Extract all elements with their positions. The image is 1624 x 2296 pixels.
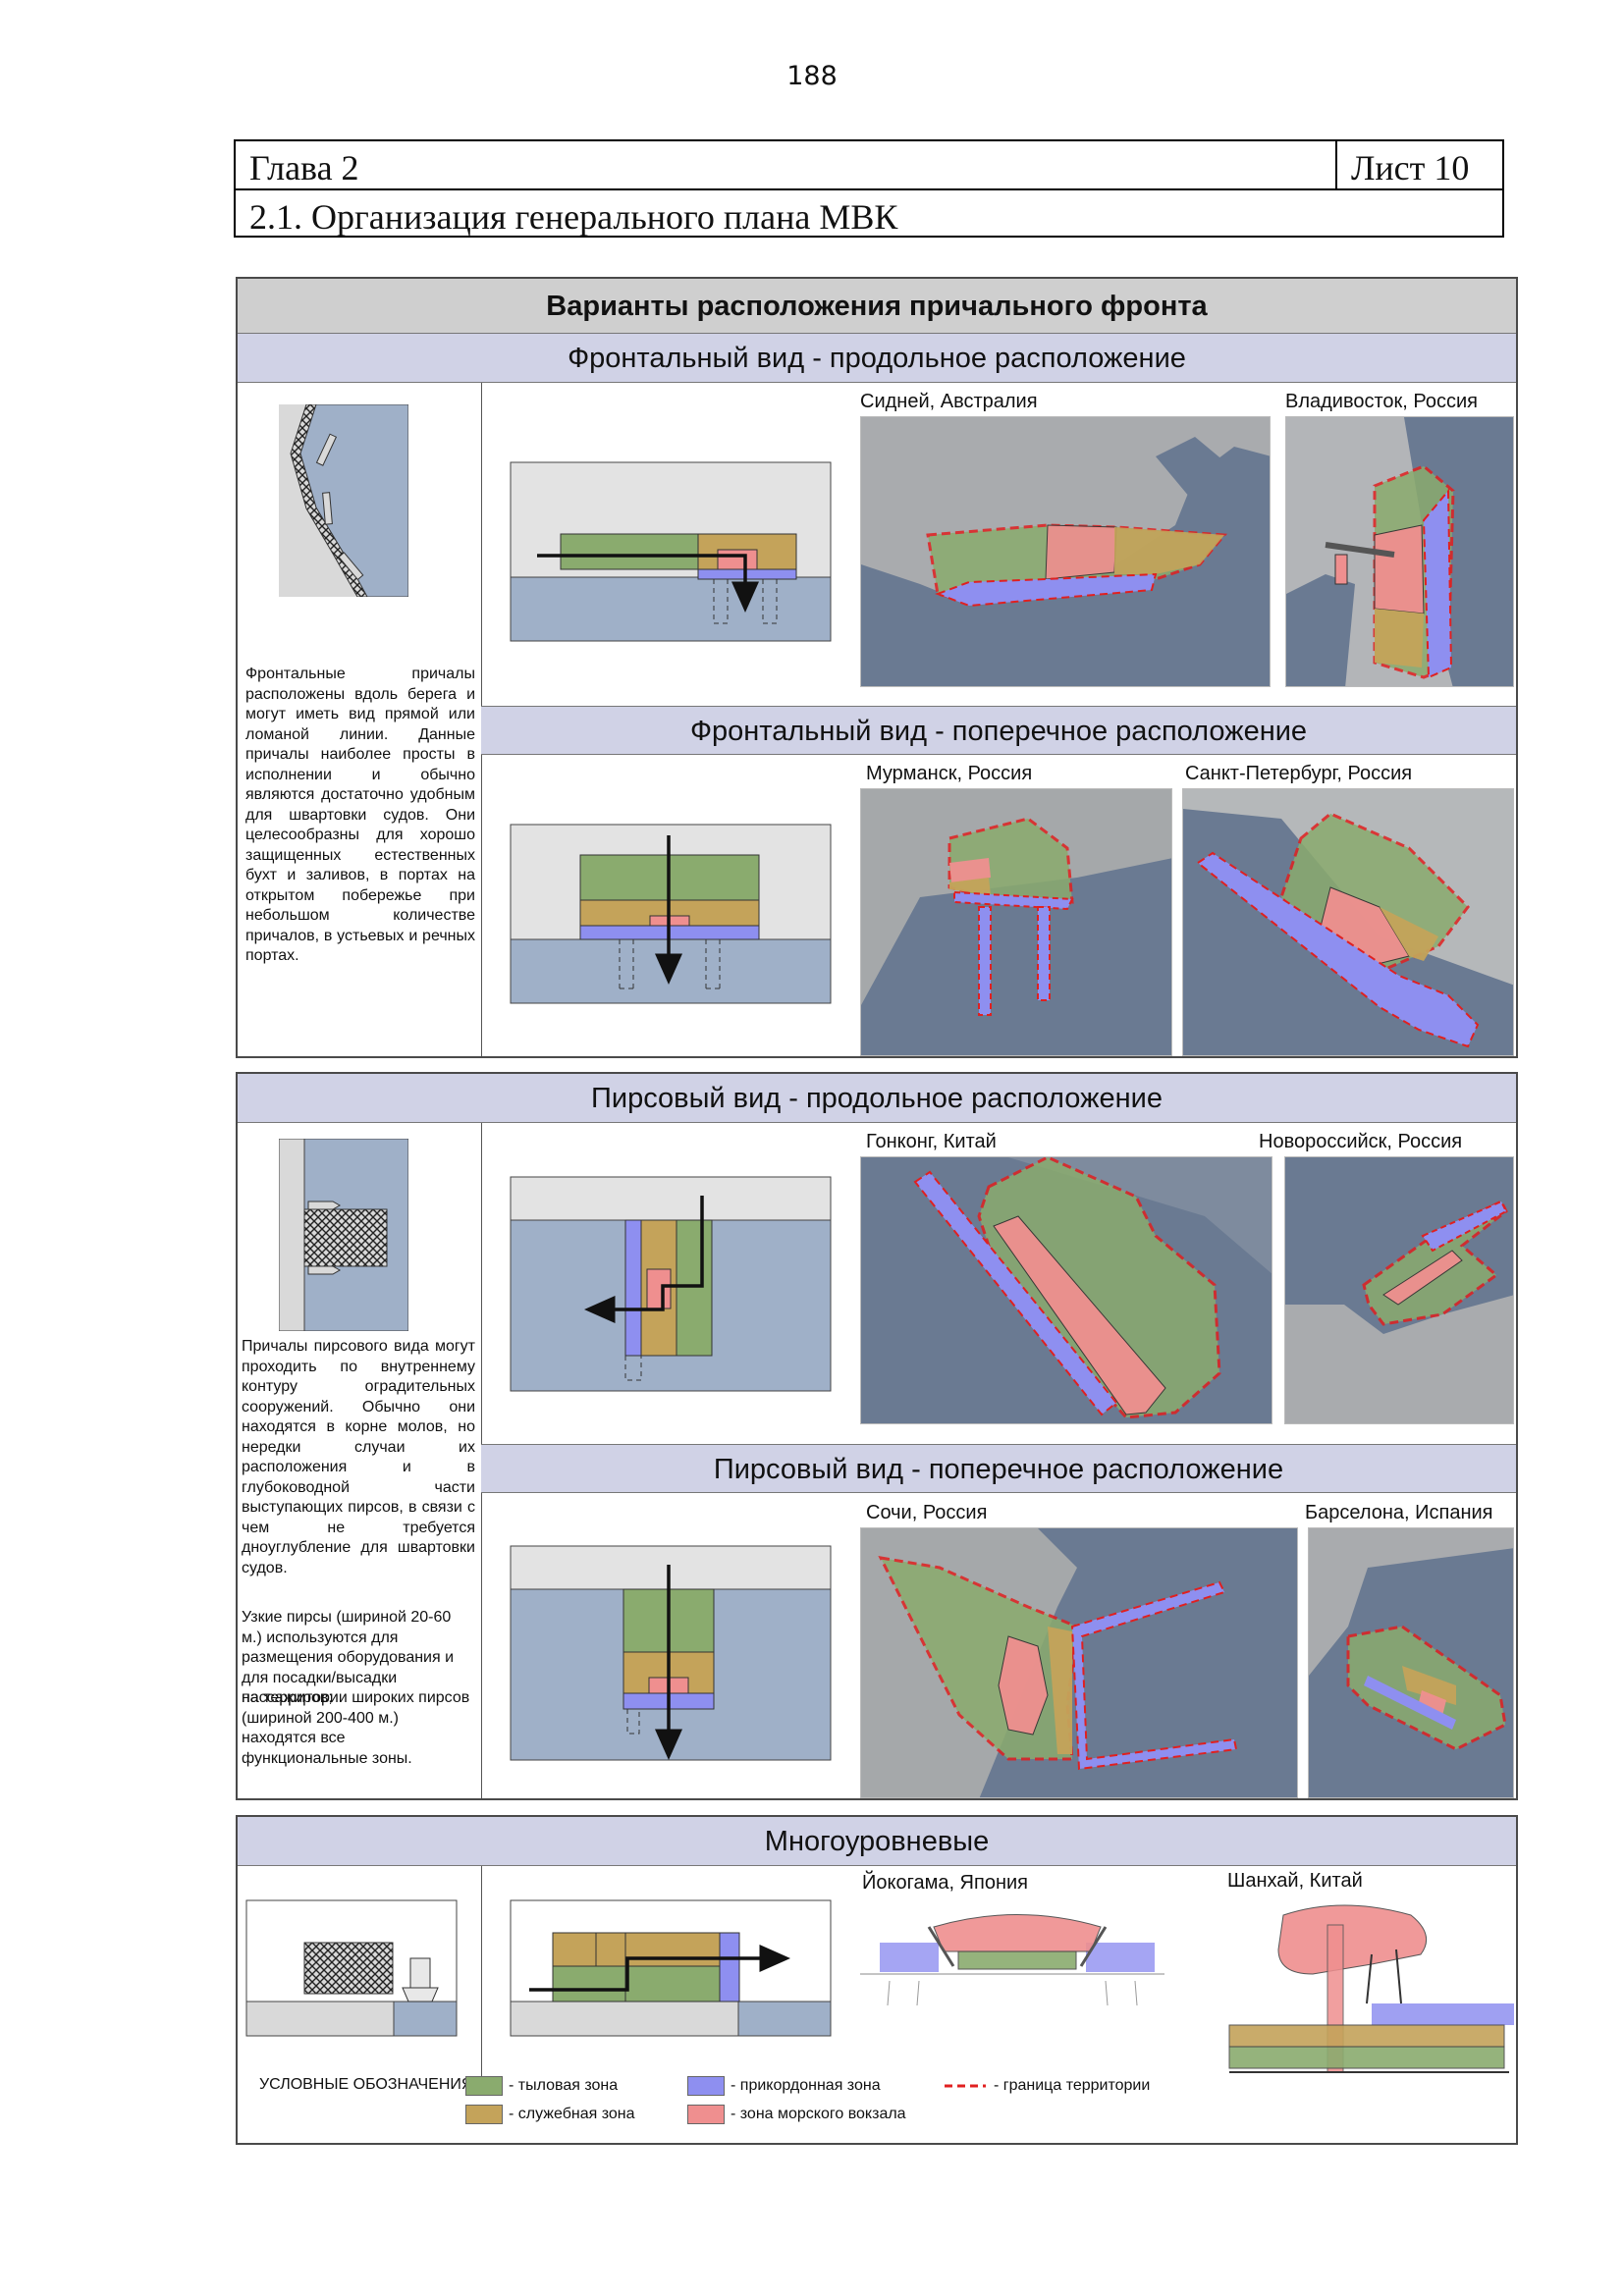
example-label-yokohama: Йокогама, Япония bbox=[862, 1872, 1029, 1894]
multilevel-panel: Многоуровневые Йокогама, Япония bbox=[236, 1815, 1518, 2145]
example-label-sochi: Сочи, Россия bbox=[866, 1502, 988, 1523]
legend-item-terminal-zone: - зона морского вокзала bbox=[687, 2105, 906, 2124]
shanghai-section-drawing bbox=[1224, 1896, 1514, 2088]
sochi-aerial-plan bbox=[860, 1527, 1298, 1798]
terminal-zone-swatch bbox=[687, 2105, 725, 2124]
berth-zone-swatch bbox=[687, 2076, 725, 2096]
frontal-longitudinal-schematic bbox=[510, 461, 832, 642]
section-title-frontal-transverse: Фронтальный вид - поперечное расположени… bbox=[481, 706, 1516, 755]
multilevel-zoning-schematic bbox=[510, 1899, 832, 2037]
vladivostok-aerial-plan bbox=[1285, 416, 1514, 687]
pier-plan-schematic bbox=[279, 1139, 408, 1331]
pier-transverse-schematic bbox=[510, 1545, 832, 1761]
service-zone-swatch bbox=[465, 2105, 503, 2124]
example-label-shanghai: Шанхай, Китай bbox=[1227, 1870, 1363, 1892]
yokohama-section-drawing bbox=[860, 1897, 1164, 2015]
pier-panel: Пирсовый вид - продольное расположение П… bbox=[236, 1072, 1518, 1800]
legend-item-boundary: - граница территории bbox=[943, 2076, 1150, 2096]
barcelona-aerial-plan bbox=[1308, 1527, 1514, 1798]
legend-item-service-zone: - служебная зона bbox=[465, 2105, 635, 2124]
sheet-label: Лист 10 bbox=[1351, 148, 1470, 187]
saint-petersburg-aerial-plan bbox=[1182, 788, 1514, 1056]
legend-item-berth-zone: - прикордонная зона bbox=[687, 2076, 881, 2096]
pier-description-3: на территории широких пирсов (шириной 20… bbox=[242, 1689, 470, 1767]
example-label-hong-kong: Гонконг, Китай bbox=[866, 1131, 997, 1152]
hong-kong-aerial-plan bbox=[860, 1156, 1272, 1424]
sydney-aerial-plan bbox=[860, 416, 1271, 687]
chapter-label: Глава 2 bbox=[249, 148, 359, 187]
example-label-saint-petersburg: Санкт-Петербург, Россия bbox=[1185, 763, 1413, 784]
header-chapter-row: Глава 2 Лист 10 bbox=[234, 139, 1504, 190]
example-label-murmansk: Мурманск, Россия bbox=[866, 763, 1033, 784]
pier-description-1: Причалы пирсового вида могут проходить п… bbox=[242, 1338, 475, 1576]
section-title-multilevel: Многоуровневые bbox=[238, 1817, 1516, 1866]
legend-item-rear-zone: - тыловая зона bbox=[465, 2076, 618, 2096]
pier-description-2: Узкие пирсы (шириной 20-60 м.) использую… bbox=[242, 1609, 455, 1706]
frontal-panel: Варианты расположения причального фронта… bbox=[236, 277, 1518, 1058]
poster-title: Варианты расположения причального фронта bbox=[238, 279, 1516, 334]
example-label-novorossiysk: Новороссийск, Россия bbox=[1259, 1131, 1463, 1152]
example-label-barcelona: Барселона, Испания bbox=[1305, 1502, 1493, 1523]
legend-heading: УСЛОВНЫЕ ОБОЗНАЧЕНИЯ: bbox=[259, 2076, 477, 2093]
section-title-pier-transverse: Пирсовый вид - поперечное расположение bbox=[481, 1444, 1516, 1493]
murmansk-aerial-plan bbox=[860, 788, 1172, 1056]
section-subtitle: 2.1. Организация генерального плана МВК bbox=[249, 197, 898, 237]
header-subtitle-row: 2.1. Организация генерального плана МВК bbox=[234, 188, 1504, 238]
multilevel-section-schematic bbox=[245, 1899, 458, 2037]
frontal-coastline-schematic bbox=[279, 404, 408, 597]
section-title-frontal-longitudinal: Фронтальный вид - продольное расположени… bbox=[238, 334, 1516, 383]
pier-longitudinal-schematic bbox=[510, 1176, 832, 1392]
example-label-sydney: Сидней, Австралия bbox=[860, 391, 1038, 412]
rear-zone-swatch bbox=[465, 2076, 503, 2096]
frontal-transverse-schematic bbox=[510, 824, 832, 1004]
novorossiysk-aerial-plan bbox=[1284, 1156, 1514, 1424]
page-number: 188 bbox=[786, 61, 838, 91]
example-label-vladivostok: Владивосток, Россия bbox=[1285, 391, 1479, 412]
boundary-line-swatch bbox=[945, 2084, 986, 2088]
section-title-pier-longitudinal: Пирсовый вид - продольное расположение bbox=[238, 1074, 1516, 1123]
frontal-description: Фронтальные причалы расположены вдоль бе… bbox=[245, 666, 475, 964]
